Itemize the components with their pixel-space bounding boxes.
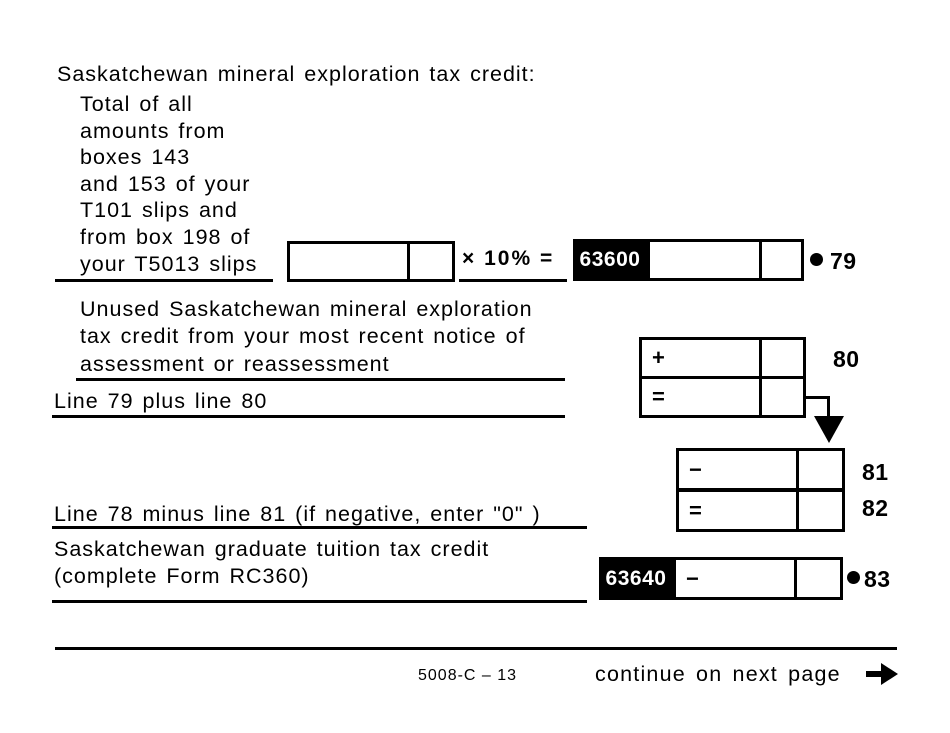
line79-description-underline [55, 279, 273, 282]
line80-sum-box-group: + = [639, 337, 806, 418]
line83-amount-dollars-cell[interactable]: − [676, 560, 794, 597]
line79-amount-cents-cell[interactable] [407, 244, 452, 279]
continue-arrow-icon [866, 663, 898, 685]
footer-form-code: 5008-C – 13 [418, 667, 518, 684]
equals-operator: = [652, 384, 665, 409]
line81-amount-cents-cell[interactable] [796, 451, 842, 488]
plus-operator: + [652, 345, 665, 370]
footer-rule [55, 647, 897, 650]
line80-amount-cents-cell[interactable] [759, 340, 803, 376]
line83-amount-input[interactable]: − [673, 557, 843, 600]
line82-amount-input[interactable]: = [679, 488, 842, 529]
sum-amount-cents-cell[interactable] [759, 379, 803, 415]
down-arrow-icon [814, 416, 844, 443]
sum-row-description: Line 79 plus line 80 [54, 389, 268, 413]
line79-number: 79 [830, 248, 857, 274]
line79-amount-input[interactable] [287, 241, 455, 282]
line83-bullet-icon [847, 571, 860, 584]
minus-operator: − [686, 565, 699, 591]
line82-underline [52, 526, 587, 529]
line79-amount-dollars-cell[interactable] [290, 244, 407, 279]
line81-number: 81 [862, 459, 889, 485]
line82-amount-dollars-cell[interactable]: = [679, 492, 796, 529]
sum-amount-dollars-cell[interactable]: = [642, 379, 759, 415]
line79-result-input[interactable] [647, 239, 804, 281]
multiplier-underline [459, 279, 567, 282]
section-title: Saskatchewan mineral exploration tax cre… [57, 62, 536, 86]
line81-82-box-group: − = [676, 448, 845, 532]
line80-number: 80 [833, 346, 860, 372]
minus-operator: − [689, 456, 702, 482]
line83-amount-cents-cell[interactable] [794, 560, 840, 597]
line82-description: Line 78 minus line 81 (if negative, ente… [54, 502, 541, 526]
line81-amount-dollars-cell[interactable]: − [679, 451, 796, 488]
sum-row-underline [52, 415, 565, 418]
multiplier-label: × 10% = [462, 247, 555, 270]
line80-amount-dollars-cell[interactable]: + [642, 340, 759, 376]
line79-field-code: 63600 [573, 239, 647, 281]
line79-bullet-icon [810, 253, 823, 266]
flow-connector-horizontal [804, 396, 830, 399]
line83-field-code: 63640 [599, 557, 673, 600]
line81-amount-input[interactable]: − [679, 451, 842, 488]
line80-description: Unused Saskatchewan mineral exploration … [80, 297, 533, 376]
line83-number: 83 [864, 566, 891, 592]
footer-continue-label: continue on next page [595, 662, 841, 686]
sum-amount-input[interactable]: = [642, 376, 803, 415]
flow-connector-vertical [827, 396, 830, 418]
line80-amount-input[interactable]: + [642, 340, 803, 376]
line79-result-dollars-cell[interactable] [650, 242, 759, 278]
line79-description: Total of all amounts from boxes 143 and … [80, 92, 258, 276]
line83-description: Saskatchewan graduate tuition tax credit… [54, 537, 490, 589]
line79-result-cents-cell[interactable] [759, 242, 801, 278]
line80-underline [76, 378, 565, 381]
line83-underline [52, 600, 587, 603]
line82-number: 82 [862, 495, 889, 521]
equals-operator: = [689, 497, 702, 523]
line82-amount-cents-cell[interactable] [796, 492, 842, 529]
